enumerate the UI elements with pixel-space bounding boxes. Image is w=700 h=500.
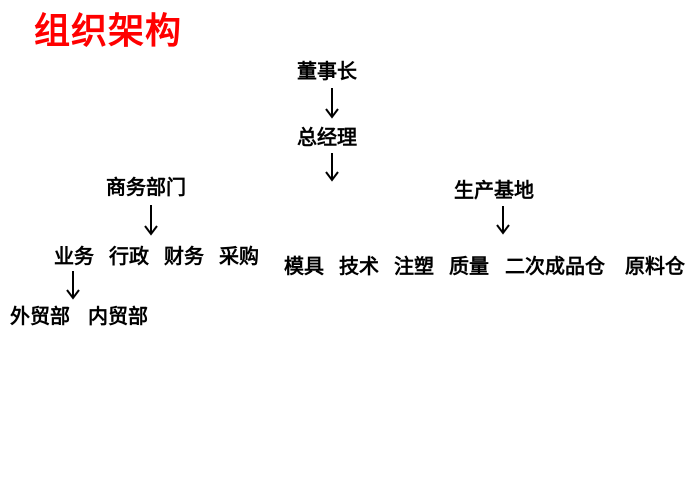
arrow-down-icon xyxy=(325,87,339,119)
node-business-dept: 商务部门 xyxy=(106,175,186,199)
page-title: 组织架构 xyxy=(34,11,183,52)
node-general-manager: 总经理 xyxy=(297,125,357,149)
arrow-down-icon xyxy=(325,152,339,182)
node-dept-xingzheng: 行政 xyxy=(109,244,149,268)
node-domestic-trade: 内贸部 xyxy=(88,304,148,328)
node-dept-caigou: 采购 xyxy=(219,244,259,268)
node-dept-jishu: 技术 xyxy=(339,254,379,278)
node-dept-yewu: 业务 xyxy=(54,244,94,268)
node-chairman: 董事长 xyxy=(297,59,357,83)
node-foreign-trade: 外贸部 xyxy=(10,304,70,328)
node-dept-zhusu: 注塑 xyxy=(394,254,434,278)
arrow-down-icon xyxy=(66,270,80,300)
node-dept-finished-warehouse: 二次成品仓 xyxy=(505,254,605,278)
node-dept-material-warehouse: 原料仓 xyxy=(625,254,685,278)
node-dept-moju: 模具 xyxy=(284,254,324,278)
arrow-down-icon xyxy=(496,205,510,235)
arrow-down-icon xyxy=(144,204,158,236)
node-dept-caiwu: 财务 xyxy=(164,244,204,268)
node-production-base: 生产基地 xyxy=(454,178,534,202)
node-dept-zhiliang: 质量 xyxy=(449,254,489,278)
